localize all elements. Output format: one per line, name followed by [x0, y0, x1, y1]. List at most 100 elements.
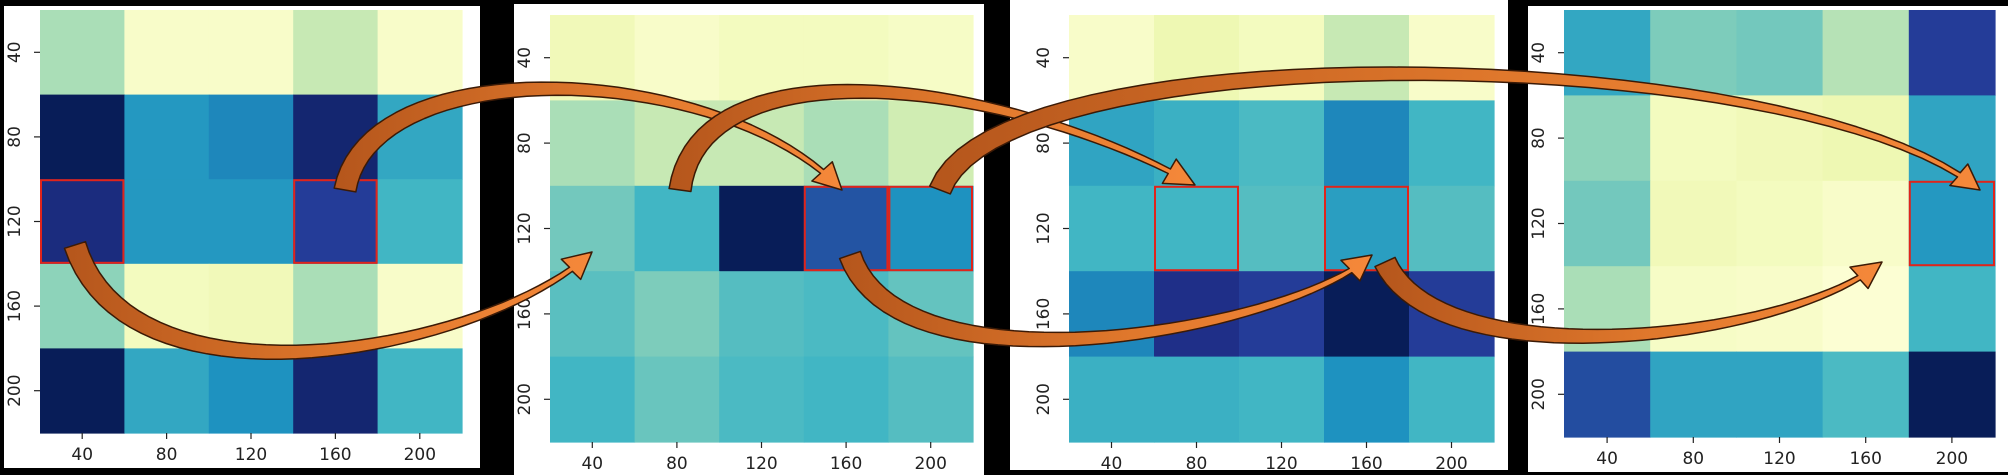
y-tick-label: 40	[5, 41, 25, 63]
heatmap-cell	[1822, 10, 1910, 96]
heatmap-cell	[1650, 180, 1737, 267]
heatmap-cell	[634, 271, 720, 358]
heatmap-cell	[1239, 356, 1325, 443]
heatmap-cell	[803, 356, 889, 443]
x-tick-label: 80	[1186, 454, 1208, 474]
heatmap-cell	[1822, 180, 1910, 267]
x-tick-label: 120	[235, 445, 267, 465]
heatmap-cell	[1239, 185, 1325, 272]
heatmap-cell	[208, 179, 294, 265]
y-tick-label: 120	[5, 205, 25, 237]
highlight-box	[293, 179, 378, 264]
x-tick-label: 80	[666, 454, 688, 474]
x-tick-label: 160	[1849, 449, 1881, 469]
y-tick-label: 160	[5, 290, 25, 322]
heatmap-cell	[1239, 100, 1325, 187]
heatmap-cell	[719, 15, 805, 101]
y-tick-label: 120	[1034, 212, 1054, 244]
heatmap-cell	[1908, 10, 1996, 96]
heatmap-cell	[1908, 266, 1996, 353]
heatmap-cell	[377, 10, 463, 96]
heatmap-cell	[208, 10, 294, 96]
heatmap-cell	[888, 185, 974, 272]
y-tick-label: 200	[1529, 378, 1549, 410]
x-tick-label: 160	[1350, 454, 1382, 474]
x-tick-label: 200	[1435, 454, 1467, 474]
heatmap-cell	[634, 185, 720, 272]
heatmap-cell	[124, 179, 210, 265]
heatmap-cell	[1650, 266, 1737, 353]
y-tick-label: 80	[5, 126, 25, 148]
y-tick-label: 160	[1529, 293, 1549, 325]
heatmap-cell	[1154, 356, 1240, 443]
heatmap-cell	[1822, 95, 1910, 182]
heatmap-cell	[1650, 95, 1737, 182]
x-tick-label: 120	[745, 454, 777, 474]
heatmap-cell	[1736, 351, 1824, 438]
x-tick-label: 120	[1763, 449, 1795, 469]
x-tick-label: 200	[1936, 449, 1968, 469]
x-tick-label: 120	[1265, 454, 1297, 474]
heatmap-cell	[1324, 356, 1410, 443]
heatmap-cell	[550, 356, 636, 443]
y-tick-label: 200	[1034, 383, 1054, 415]
heatmap-cell	[1564, 351, 1651, 438]
heatmap-cell	[1324, 15, 1410, 101]
heatmap-cell	[1069, 356, 1155, 443]
heatmap-cell	[1908, 180, 1996, 267]
y-tick-label: 40	[1529, 42, 1549, 64]
x-tick-label: 40	[1101, 454, 1123, 474]
heatmap-cell	[293, 179, 379, 265]
y-tick-label: 40	[1034, 47, 1054, 69]
highlight-box	[1324, 185, 1409, 272]
connector-arrow	[838, 250, 1373, 348]
x-tick-label: 160	[319, 445, 351, 465]
x-tick-label: 200	[914, 454, 946, 474]
highlight-box	[1154, 185, 1239, 272]
connector-arrow	[333, 81, 843, 193]
heatmap-cell	[1409, 185, 1495, 272]
heatmap-cell	[1409, 15, 1495, 101]
y-tick-label: 40	[515, 47, 535, 69]
heatmap-cell	[634, 356, 720, 443]
x-tick-label: 40	[1596, 449, 1618, 469]
heatmap-cell	[719, 185, 805, 272]
connector-arrow	[928, 66, 1981, 195]
heatmap-cell	[1409, 356, 1495, 443]
x-tick-label: 80	[156, 445, 178, 465]
heatmap-cell	[1324, 100, 1410, 187]
heatmap-cell	[40, 10, 125, 96]
x-tick-label: 40	[581, 454, 603, 474]
y-tick-label: 120	[515, 212, 535, 244]
heatmap-cell	[293, 263, 379, 349]
heatmap-cell	[124, 10, 210, 96]
heatmap-cell	[1154, 185, 1240, 272]
y-tick-label: 120	[1529, 207, 1549, 239]
heatmap-cell	[550, 185, 636, 272]
heatmap-cell	[803, 100, 889, 187]
heatmap-cell	[1822, 351, 1910, 438]
heatmap-cell	[377, 348, 463, 434]
x-tick-label: 200	[404, 445, 436, 465]
y-tick-label: 160	[1034, 298, 1054, 330]
connector-arrow	[1374, 256, 1883, 344]
y-tick-label: 80	[1034, 132, 1054, 154]
heatmap-cell	[634, 15, 720, 101]
heatmap-cell	[377, 179, 463, 265]
heatmap-cell	[888, 15, 974, 101]
heatmap-cell	[888, 356, 974, 443]
highlight-box	[1908, 180, 1996, 267]
heatmap-cell	[1069, 185, 1155, 272]
y-tick-label: 160	[515, 298, 535, 330]
heatmap-cell	[550, 100, 636, 187]
connector-arrow	[63, 240, 593, 360]
y-tick-label: 80	[515, 132, 535, 154]
heatmap-cell	[550, 271, 636, 358]
heatmap-cell	[40, 348, 125, 434]
heatmap-cell	[124, 348, 210, 434]
heatmap-cell	[719, 271, 805, 358]
y-tick-label: 80	[1529, 127, 1549, 149]
heatmap-cell	[1650, 10, 1737, 96]
